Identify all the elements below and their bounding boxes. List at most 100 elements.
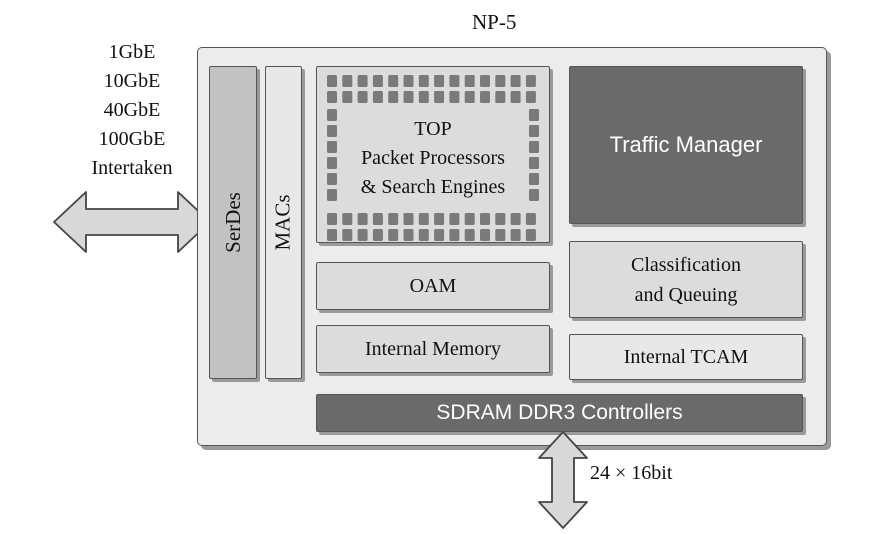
classification-label-line: and Queuing xyxy=(634,283,738,306)
top-label-line: & Search Engines xyxy=(360,176,506,198)
processor-cell xyxy=(388,75,399,87)
processor-cell xyxy=(327,125,337,137)
internal-tcam-label: Internal TCAM xyxy=(623,345,749,368)
interface-label: Intertaken xyxy=(91,157,173,179)
oam-label: OAM xyxy=(409,274,457,297)
top-processors-block: TOP Packet Processors & Search Engines xyxy=(316,66,550,243)
processor-cell xyxy=(403,213,414,225)
processor-cell xyxy=(418,213,429,225)
processor-cell xyxy=(434,229,445,241)
processor-cell xyxy=(529,173,539,185)
traffic-manager-label: Traffic Manager xyxy=(609,132,763,157)
processor-cell xyxy=(403,91,414,103)
processor-cell xyxy=(449,91,460,103)
internal-memory-label: Internal Memory xyxy=(364,337,502,360)
processor-cell xyxy=(327,141,337,153)
processor-cell xyxy=(529,189,539,201)
classification-block: Classification and Queuing xyxy=(569,241,803,318)
processor-cell xyxy=(464,75,475,87)
interface-list: 1GbE 10GbE 40GbE 100GbE Intertaken xyxy=(62,38,202,183)
processor-cell xyxy=(327,189,337,201)
processor-cell xyxy=(388,213,399,225)
processor-cell xyxy=(327,75,337,87)
processor-cell xyxy=(388,229,399,241)
processor-cell xyxy=(357,75,368,87)
processor-cell xyxy=(495,75,506,87)
processor-cell xyxy=(403,75,414,87)
processor-cell xyxy=(357,229,368,241)
processor-cell xyxy=(342,91,353,103)
chip-title: NP-5 xyxy=(472,10,517,34)
interface-label: 10GbE xyxy=(103,70,161,92)
processor-cell xyxy=(495,91,506,103)
classification-label-line: Classification xyxy=(631,253,741,276)
processor-cell xyxy=(480,91,490,103)
processor-cell xyxy=(403,229,414,241)
processor-cell xyxy=(418,91,429,103)
processor-cell xyxy=(327,213,337,225)
processor-cells xyxy=(327,75,539,241)
processor-cell xyxy=(495,213,506,225)
processor-cell xyxy=(372,229,383,241)
processor-cell xyxy=(525,75,536,87)
processor-cell xyxy=(525,229,536,241)
sdram-controllers-label: SDRAM DDR3 Controllers xyxy=(436,401,683,424)
processor-cell xyxy=(480,229,490,241)
processor-cell xyxy=(372,213,383,225)
sdram-controllers-block: SDRAM DDR3 Controllers xyxy=(316,394,803,432)
bus-width-label: 24 × 16bit xyxy=(590,462,673,484)
double-arrow-horizontal-icon xyxy=(53,191,211,253)
processor-cell xyxy=(464,91,475,103)
processor-cell xyxy=(529,109,539,121)
traffic-manager-block: Traffic Manager xyxy=(569,66,803,224)
processor-cell xyxy=(372,91,383,103)
processor-cell xyxy=(529,125,539,137)
processor-cell xyxy=(525,91,536,103)
macs-label: MACs xyxy=(271,194,295,251)
interface-label: 1GbE xyxy=(108,41,156,63)
processor-cell xyxy=(357,213,368,225)
oam-block: OAM xyxy=(316,262,550,310)
processor-cell xyxy=(480,75,490,87)
processor-cell xyxy=(434,213,445,225)
double-arrow-vertical-icon xyxy=(538,431,588,529)
processor-cell xyxy=(327,157,337,169)
processor-cell xyxy=(434,75,445,87)
processor-cell xyxy=(449,75,460,87)
processor-cell xyxy=(327,173,337,185)
processor-cell xyxy=(327,109,337,121)
processor-cell xyxy=(357,91,368,103)
serdes-label: SerDes xyxy=(220,192,245,253)
processor-cell xyxy=(464,213,475,225)
processor-cell xyxy=(327,229,337,241)
processor-cell xyxy=(510,229,521,241)
processor-cell xyxy=(449,229,460,241)
processor-cell xyxy=(418,229,429,241)
processor-cell xyxy=(342,75,353,87)
top-label-line: Packet Processors xyxy=(361,147,505,169)
processor-cell xyxy=(388,91,399,103)
processor-cell xyxy=(510,213,521,225)
processor-cell xyxy=(495,229,506,241)
interface-label: 100GbE xyxy=(98,128,166,150)
processor-cell xyxy=(510,91,521,103)
processor-cell xyxy=(434,91,445,103)
processor-cell xyxy=(449,213,460,225)
processor-cell xyxy=(342,213,353,225)
processor-cell xyxy=(342,229,353,241)
top-label-line: TOP xyxy=(414,118,452,140)
processor-cell xyxy=(529,157,539,169)
macs-block: MACs xyxy=(265,66,302,379)
processor-cell xyxy=(510,75,521,87)
processor-cell xyxy=(464,229,475,241)
top-label: TOP Packet Processors & Search Engines xyxy=(337,115,529,202)
processor-cell xyxy=(525,213,536,225)
internal-memory-block: Internal Memory xyxy=(316,325,550,373)
processor-cell xyxy=(372,75,383,87)
interface-label: 40GbE xyxy=(103,99,161,121)
processor-cell xyxy=(529,141,539,153)
processor-cell xyxy=(480,213,490,225)
processor-cell xyxy=(418,75,429,87)
serdes-block: SerDes xyxy=(209,66,257,379)
processor-cell xyxy=(327,91,337,103)
